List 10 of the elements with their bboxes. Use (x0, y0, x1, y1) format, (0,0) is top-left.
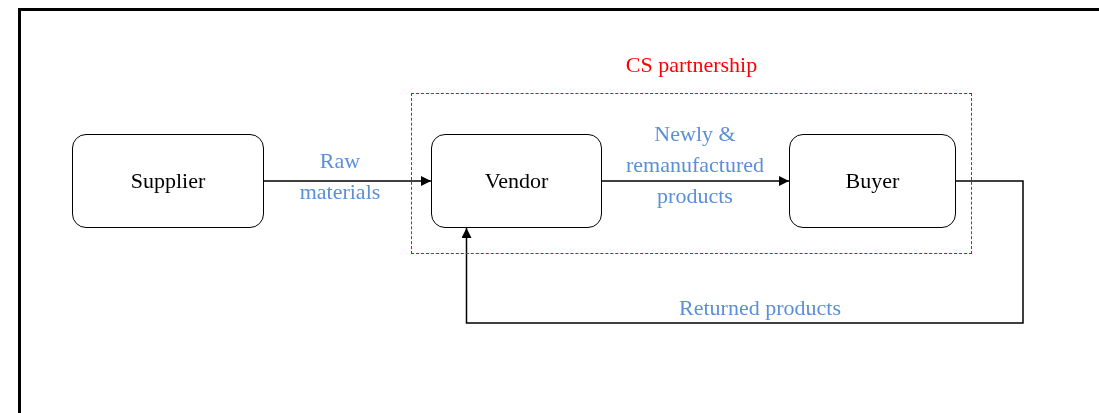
edge-label: Newly & remanufactured products (625, 120, 765, 210)
arrow (263, 176, 432, 186)
arrow (601, 176, 790, 186)
edge-label: Raw materials (298, 147, 382, 206)
process-box: Supplier (72, 134, 264, 228)
process-box: Vendor (431, 134, 602, 228)
process-box: Buyer (789, 134, 956, 228)
group-title: CS partnership (624, 52, 759, 78)
arrow (461, 180, 1024, 324)
edge-label: Returned products (678, 294, 842, 322)
